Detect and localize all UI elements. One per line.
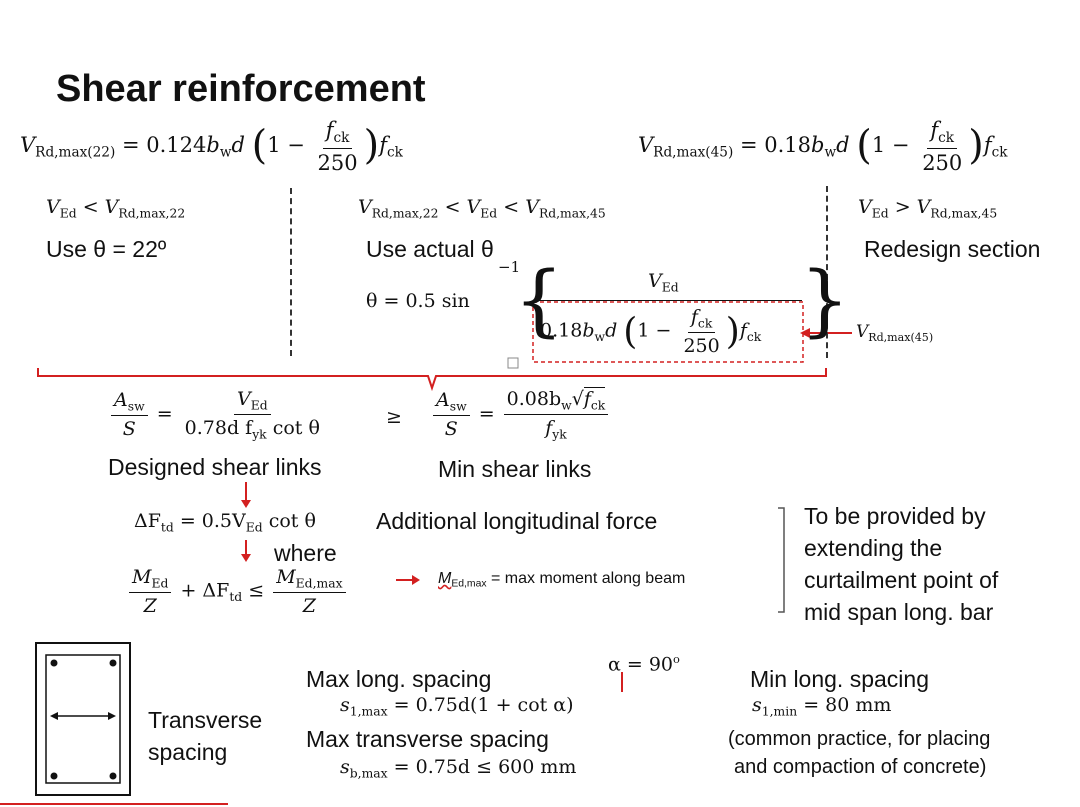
s1min-formula: s1,min = 80 mm [752, 694, 892, 719]
alpha-eq: α = 90o [608, 652, 680, 676]
max-long-label: Max long. spacing [306, 666, 492, 692]
page-title: Shear reinforcement [56, 68, 426, 110]
dftd-formula: ΔFtd = 0.5VEd cot θ [134, 510, 316, 535]
where-label: where [274, 540, 337, 566]
common-practice-note-2: and compaction of concrete) [734, 756, 987, 778]
designed-links-label: Designed shear links [108, 454, 322, 480]
small-square [507, 357, 519, 369]
right-bracket [778, 507, 785, 613]
section-outer [35, 642, 131, 796]
ge-sign: ≥ [386, 406, 402, 428]
additional-force-label: Additional longitudinal force [376, 508, 658, 534]
theta-fraction-bar [536, 300, 802, 301]
max-trans-label: Max transverse spacing [306, 726, 549, 752]
transverse-label: Transverse spacing [148, 707, 263, 765]
divider-left [290, 188, 292, 356]
case3-text: Redesign section [864, 236, 1041, 262]
mmax-note: MEd,max = max moment along beam [438, 570, 686, 590]
case1-condition: VEd < VRd,max,22 [46, 196, 186, 221]
theta-numerator: VEd [648, 270, 679, 295]
divider-right [826, 186, 828, 358]
down-arrow-2 [241, 554, 251, 562]
callout-vrdmax45: VRd,max(45) [856, 322, 934, 344]
provide-text: To be provided by extending the curtailm… [804, 503, 999, 625]
case3-condition: VEd > VRd,max,45 [858, 196, 998, 221]
section-link [45, 654, 121, 784]
red-brace [37, 368, 827, 392]
down-arrow-1 [241, 500, 251, 508]
s1max-formula: s1,max = 0.75d(1 + cot α) [340, 694, 574, 719]
sin-inverse: −1 [498, 258, 521, 276]
min-long-label: Min long. spacing [750, 666, 929, 692]
left-brace: { [514, 256, 564, 346]
common-practice-note-1: (common practice, for placing [728, 728, 991, 750]
right-brace: } [800, 256, 850, 346]
min-links-label: Min shear links [438, 456, 592, 482]
red-dashed-box [532, 301, 804, 363]
right-arrow [412, 575, 420, 585]
case2-text: Use actual θ [366, 236, 494, 262]
sbmax-formula: sb,max = 0.75d ≤ 600 mm [340, 756, 577, 781]
theta-eq: θ = 0.5 sin [366, 290, 470, 312]
case1-text: Use θ = 22º [46, 236, 167, 262]
case2-condition: VRd,max,22 < VEd < VRd,max,45 [358, 196, 606, 221]
